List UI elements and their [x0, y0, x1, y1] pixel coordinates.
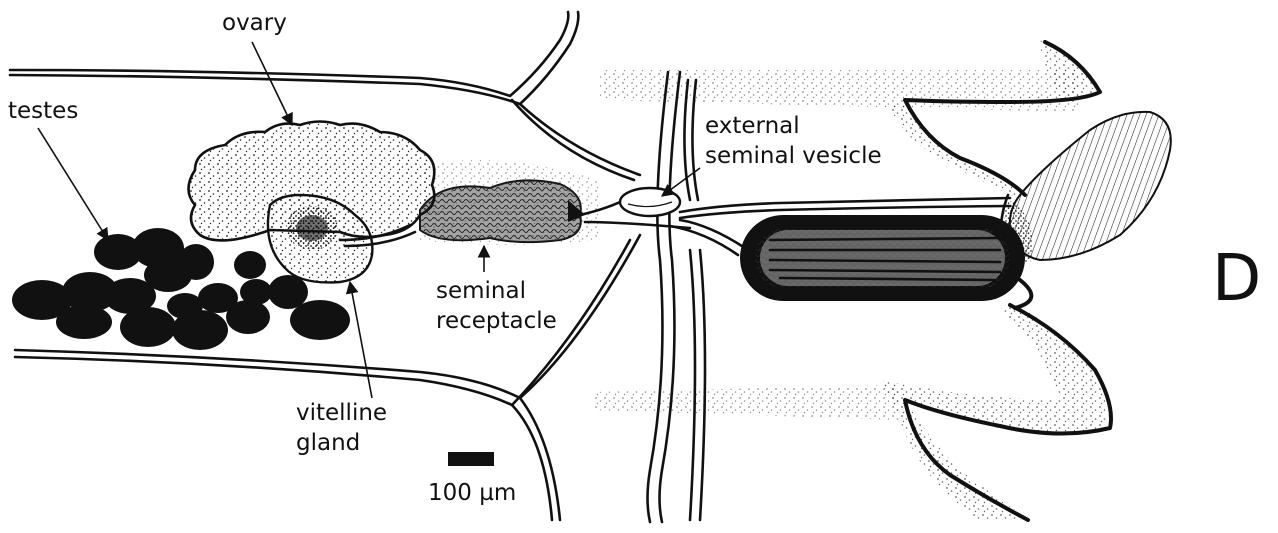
arrow-ovary [252, 42, 292, 125]
scale-bar-label: 100 µm [428, 480, 516, 506]
label-seminal-receptacle-2: receptacle [436, 308, 557, 334]
label-external-seminal-vesicle-2: seminal vesicle [705, 143, 882, 169]
label-external-seminal-vesicle-1: external [705, 113, 800, 139]
arrow-vitelline-gland [350, 282, 372, 398]
scale-bar [448, 452, 494, 466]
external-seminal-vesicle [620, 188, 680, 216]
seminal-receptacle [420, 180, 585, 242]
panel-letter: D [1212, 242, 1261, 316]
label-vitelline-gland-2: gland [296, 430, 360, 456]
lower-lobe [880, 280, 1111, 520]
arrow-testes [38, 128, 108, 240]
label-ovary: ovary [222, 10, 287, 36]
seminal-vesicle-elongated [740, 215, 1025, 301]
vertical-ducts [648, 72, 706, 522]
label-seminal-receptacle-1: seminal [436, 278, 526, 304]
label-testes: testes [8, 98, 78, 124]
copulatory-organ [1001, 112, 1171, 265]
label-vitelline-gland-1: vitelline [296, 400, 387, 426]
